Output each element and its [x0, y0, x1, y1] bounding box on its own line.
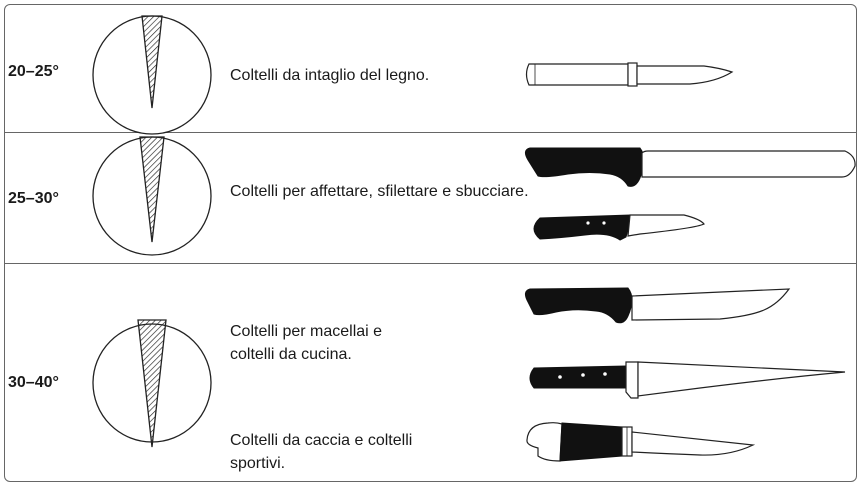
angle-label-row3: 30–40° [8, 374, 59, 391]
description-row2: Coltelli per affettare, sfilettare e sbu… [230, 183, 529, 200]
chef-knife-icon [529, 361, 846, 399]
description-row3-hunting: Coltelli da caccia e coltelli sportivi. [230, 432, 413, 472]
angle-table [4, 4, 857, 482]
row-divider [4, 132, 857, 133]
hunting-knife-icon [526, 422, 756, 462]
angle-label-row2: 25–30° [8, 190, 59, 207]
blade-cross-section-icon [92, 15, 212, 135]
description-row3-butcher: Coltelli per macellai e coltelli da cuci… [230, 323, 383, 363]
row-divider [4, 263, 857, 264]
butcher-knife-icon [524, 287, 791, 324]
blade-cross-section-icon [92, 136, 212, 256]
angle-label-row1: 20–25° [8, 63, 59, 80]
description-row1: Coltelli da intaglio del legno. [230, 67, 430, 84]
slicing-knife-icon [524, 147, 856, 187]
blade-cross-section-icon [92, 319, 212, 448]
paring-knife-icon [533, 214, 705, 241]
carving-knife-icon [525, 62, 734, 87]
